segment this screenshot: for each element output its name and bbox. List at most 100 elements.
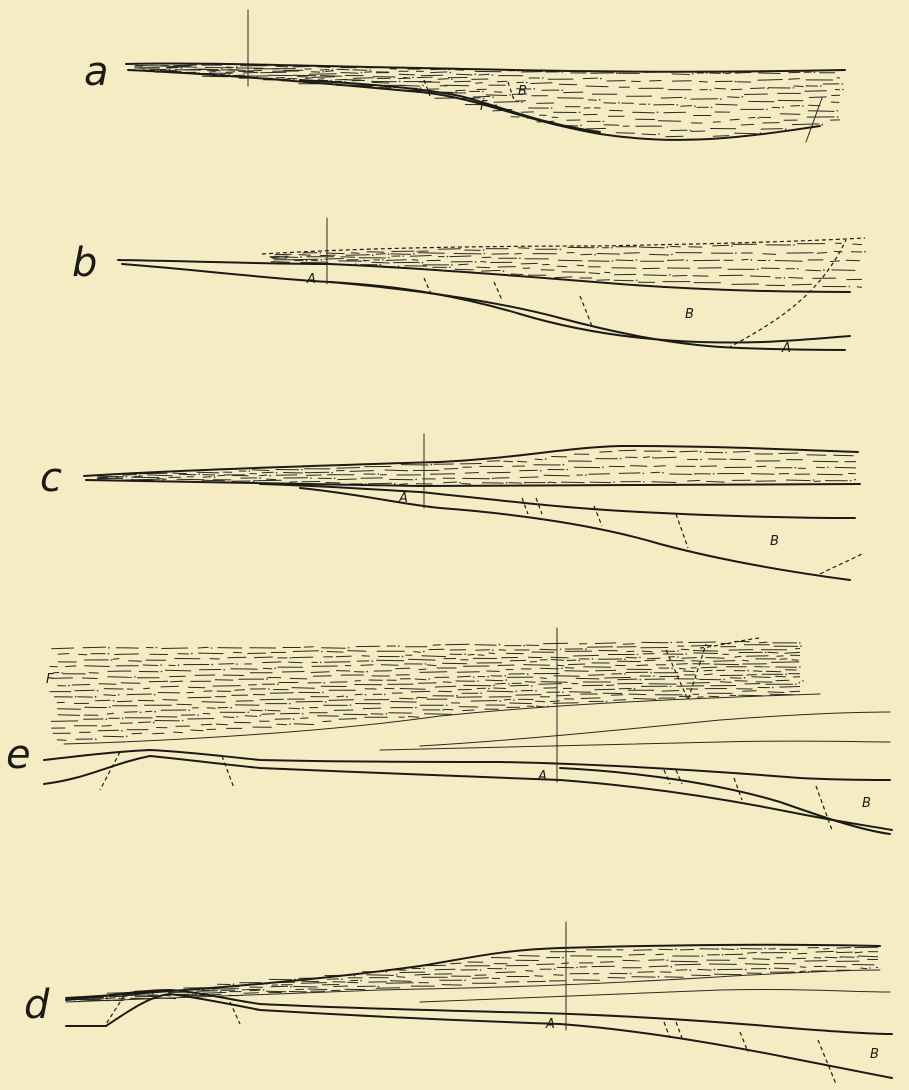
sediment-speck bbox=[560, 249, 562, 251]
hatch-stroke bbox=[517, 461, 527, 462]
hatch-stroke bbox=[604, 125, 620, 126]
hatch-stroke bbox=[595, 689, 616, 690]
hatch-stroke bbox=[857, 287, 862, 288]
sediment-speck bbox=[211, 664, 213, 666]
hatch-stroke bbox=[761, 129, 783, 130]
sediment-speck bbox=[784, 277, 786, 279]
section-b-fault-curve bbox=[728, 240, 846, 348]
hatch-stroke bbox=[471, 701, 497, 702]
unit-label-a-B: B bbox=[518, 84, 527, 99]
sediment-speck bbox=[561, 89, 563, 91]
hatch-stroke bbox=[758, 80, 783, 81]
hatch-stroke bbox=[706, 481, 724, 482]
hatch-stroke bbox=[691, 645, 712, 646]
hatch-stroke bbox=[223, 675, 244, 676]
hatch-stroke bbox=[336, 656, 352, 657]
hatch-stroke bbox=[699, 82, 708, 83]
hatch-stroke bbox=[245, 716, 257, 717]
hatch-stroke bbox=[740, 949, 762, 950]
sediment-speck bbox=[320, 662, 322, 664]
sediment-speck bbox=[677, 656, 679, 658]
sediment-speck bbox=[228, 74, 230, 76]
hatch-stroke bbox=[127, 694, 152, 695]
hatch-stroke bbox=[496, 972, 516, 973]
hatch-stroke bbox=[748, 117, 755, 118]
hatch-stroke bbox=[57, 709, 81, 710]
sediment-speck bbox=[321, 259, 323, 261]
section-d: A B bbox=[66, 922, 892, 1084]
hatch-stroke bbox=[540, 649, 558, 650]
sediment-speck bbox=[658, 133, 660, 135]
sediment-speck bbox=[269, 475, 271, 477]
hatch-stroke bbox=[780, 114, 800, 115]
sediment-speck bbox=[513, 699, 515, 701]
section-e-fault-4 bbox=[676, 770, 682, 784]
hatch-stroke bbox=[312, 77, 335, 78]
sediment-speck bbox=[236, 66, 238, 68]
sediment-speck bbox=[154, 711, 156, 713]
sediment-speck bbox=[639, 246, 641, 248]
hatch-stroke bbox=[643, 457, 650, 458]
hatch-stroke bbox=[747, 953, 757, 954]
hatch-stroke bbox=[652, 482, 677, 483]
hatch-stroke bbox=[301, 981, 319, 982]
hatch-stroke bbox=[271, 986, 288, 987]
sediment-speck bbox=[613, 481, 615, 483]
sediment-speck bbox=[134, 676, 136, 678]
sediment-speck bbox=[516, 690, 518, 692]
sediment-speck bbox=[662, 472, 664, 474]
hatch-stroke bbox=[327, 652, 344, 653]
hatch-stroke bbox=[282, 672, 304, 673]
unit-label-c-A: A bbox=[398, 491, 408, 506]
hatch-stroke bbox=[152, 733, 164, 734]
hatch-stroke bbox=[442, 663, 467, 664]
sediment-speck bbox=[624, 659, 626, 661]
hatch-stroke bbox=[776, 680, 790, 681]
hatch-stroke bbox=[742, 660, 749, 661]
hatch-stroke bbox=[642, 651, 653, 652]
hatch-stroke bbox=[676, 970, 688, 971]
hatch-stroke bbox=[835, 467, 856, 468]
sediment-speck bbox=[789, 952, 791, 954]
hatch-stroke bbox=[626, 657, 637, 658]
sediment-speck bbox=[236, 663, 238, 665]
sediment-speck bbox=[380, 264, 382, 266]
hatch-stroke bbox=[753, 671, 762, 672]
hatch-stroke bbox=[729, 650, 754, 651]
hatch-stroke bbox=[202, 702, 226, 703]
hatch-stroke bbox=[511, 274, 523, 275]
hatch-stroke bbox=[580, 254, 592, 255]
hatch-stroke bbox=[645, 660, 656, 661]
hatch-stroke bbox=[613, 700, 626, 701]
hatch-stroke bbox=[311, 672, 330, 673]
hatch-stroke bbox=[438, 249, 461, 250]
sediment-speck bbox=[723, 679, 725, 681]
hatch-stroke bbox=[72, 685, 90, 686]
sediment-speck bbox=[842, 83, 844, 85]
sediment-speck bbox=[579, 112, 581, 114]
sediment-speck bbox=[364, 260, 366, 262]
hatch-stroke bbox=[262, 714, 276, 715]
hatch-stroke bbox=[376, 254, 386, 255]
sediment-speck bbox=[480, 692, 482, 694]
sediment-speck bbox=[562, 692, 564, 694]
hatch-stroke bbox=[659, 949, 673, 950]
sediment-speck bbox=[276, 472, 278, 474]
hatch-stroke bbox=[735, 72, 752, 73]
sediment-speck bbox=[869, 967, 871, 969]
hatch-stroke bbox=[167, 67, 189, 68]
hatch-stroke bbox=[289, 708, 301, 709]
hatch-stroke bbox=[98, 730, 119, 731]
hatch-stroke bbox=[687, 683, 710, 684]
hatch-stroke bbox=[376, 660, 404, 661]
sediment-speck bbox=[306, 260, 308, 262]
sediment-speck bbox=[247, 711, 249, 713]
hatch-stroke bbox=[391, 702, 417, 703]
hatch-stroke bbox=[808, 111, 835, 112]
hatch-stroke bbox=[145, 711, 152, 712]
sediment-speck bbox=[236, 716, 238, 718]
hatch-stroke bbox=[198, 653, 223, 654]
hatch-stroke bbox=[806, 270, 821, 271]
sediment-speck bbox=[720, 98, 722, 100]
hatch-stroke bbox=[263, 668, 272, 669]
